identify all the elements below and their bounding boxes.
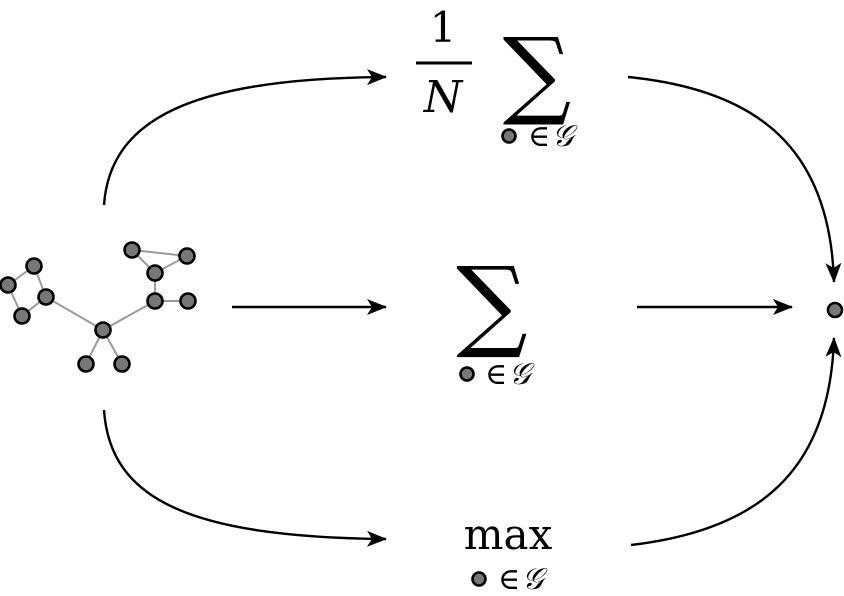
arrow-to-mean — [102, 69, 387, 206]
max-label: max — [464, 510, 553, 559]
sum-operator: ∑ ∈ 𝒢 — [456, 245, 535, 392]
max-operator: max ∈ 𝒢 — [464, 510, 553, 596]
graph-node — [146, 264, 164, 282]
mean-sum-symbol: ∑ — [503, 17, 572, 129]
mean-operator: 1 N ∑ ∈ 𝒢 — [416, 3, 578, 154]
input-graph — [0, 241, 197, 373]
graph-node — [113, 355, 131, 373]
graph-node — [178, 247, 196, 265]
max-element-of: ∈ — [498, 562, 520, 596]
graph-edge — [102, 300, 156, 331]
graph-edge — [131, 249, 188, 257]
graph-node — [94, 321, 112, 339]
arrow-max-to-output — [630, 337, 842, 547]
mean-denominator: N — [423, 72, 464, 123]
graph-node — [146, 292, 164, 310]
graph-node — [123, 241, 141, 259]
arrow-mean-to-output — [627, 75, 842, 283]
graph-node — [179, 292, 197, 310]
graph-node — [37, 288, 55, 306]
graph-node — [77, 355, 95, 373]
mean-set-symbol: 𝒢 — [552, 119, 578, 154]
mean-element-of: ∈ — [528, 119, 550, 154]
graph-node — [0, 276, 17, 294]
output-node — [826, 301, 844, 319]
mean-index-node — [501, 128, 517, 144]
sum-set-symbol: 𝒢 — [509, 357, 535, 392]
sum-symbol: ∑ — [456, 245, 527, 362]
graph-node — [13, 307, 31, 325]
max-set-symbol: 𝒢 — [522, 562, 548, 596]
sum-index-node — [459, 366, 475, 382]
graph-nodes — [0, 241, 197, 373]
max-index-node — [471, 571, 487, 587]
graph-node — [25, 257, 43, 275]
arrow-to-max — [102, 409, 387, 547]
graph-edge — [45, 296, 104, 331]
mean-numerator: 1 — [430, 3, 457, 52]
sum-element-of: ∈ — [485, 357, 507, 392]
